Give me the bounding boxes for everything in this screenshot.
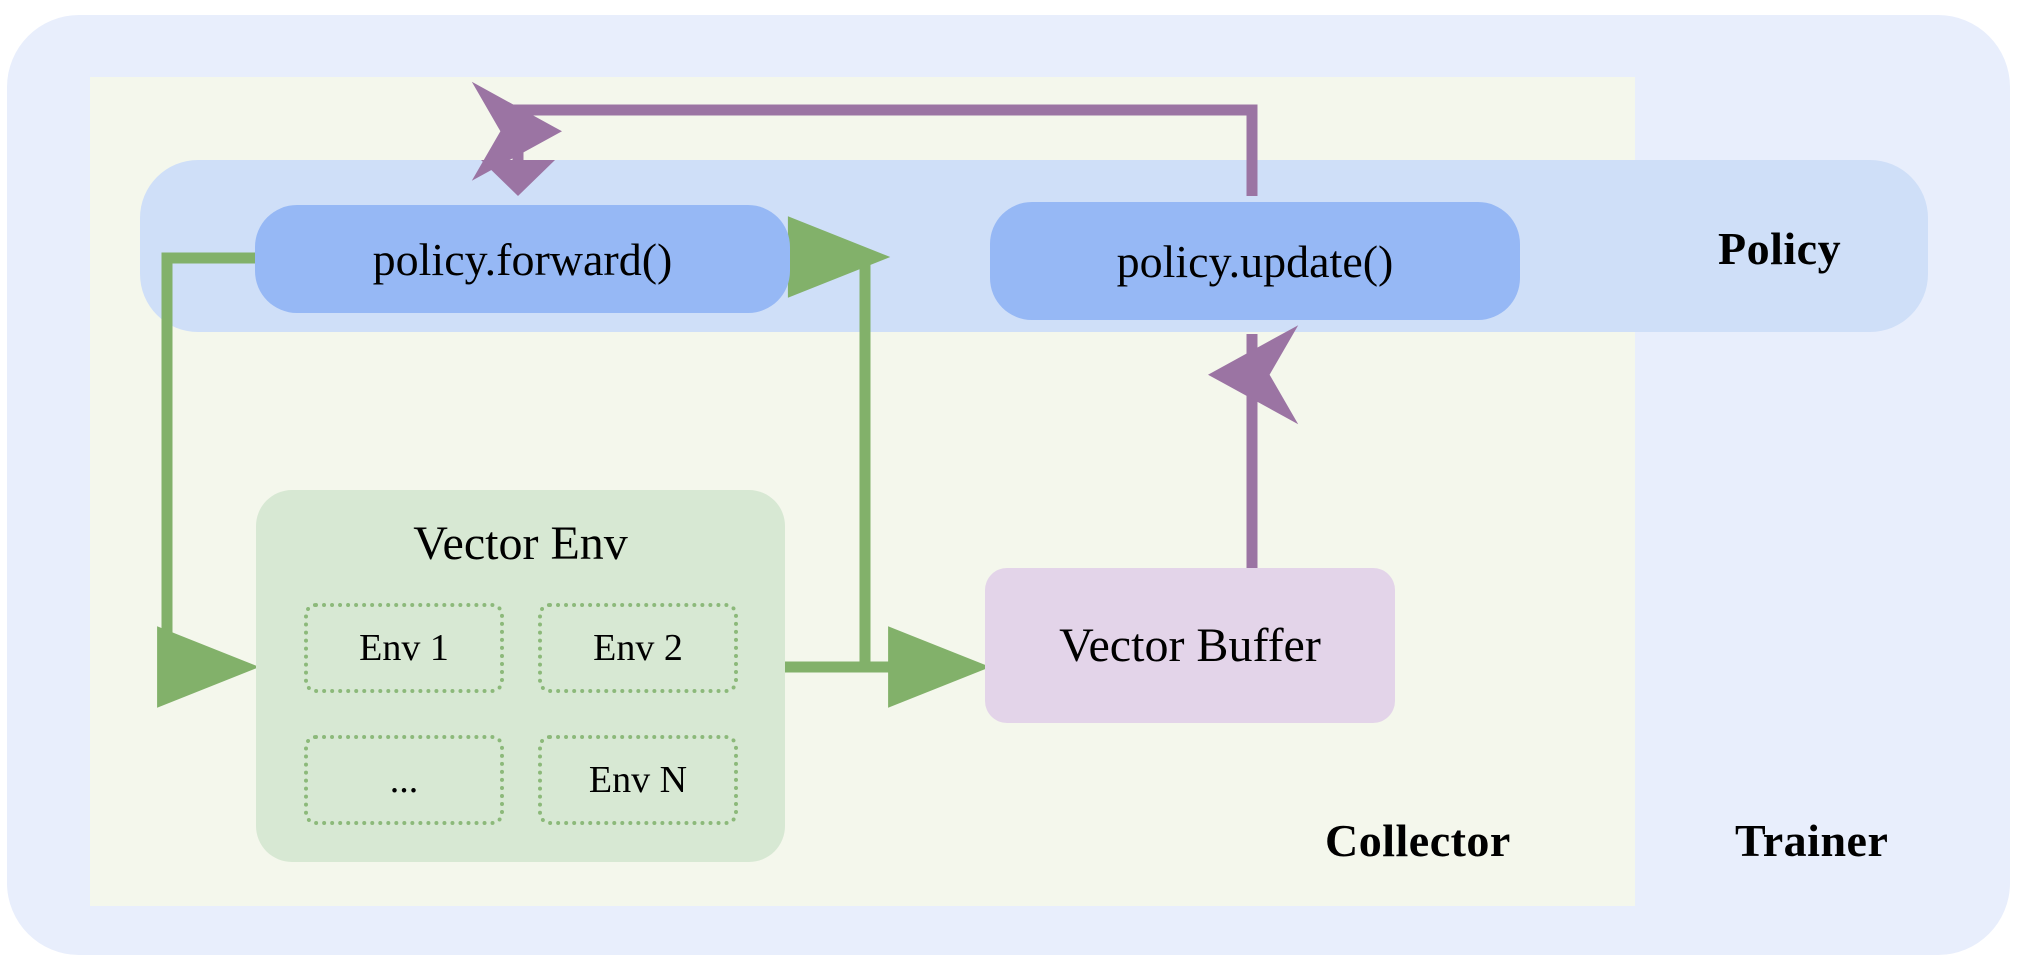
node-policy-update[interactable]: policy.update() [990,202,1520,320]
env-cell-label: Env 1 [359,627,449,669]
vector-env-title: Vector Env [413,517,628,570]
env-cell[interactable]: Env N [538,735,738,825]
node-vector-buffer[interactable]: Vector Buffer [985,568,1395,723]
node-vector-buffer-label: Vector Buffer [1059,619,1321,672]
env-grid: Env 1 Env 2 ... Env N [304,603,738,825]
policy-region-label: Policy [1718,223,1842,274]
env-cell[interactable]: ... [304,735,504,825]
trainer-region-label: Trainer [1735,815,1889,866]
env-cell-label: Env 2 [593,627,683,669]
env-cell[interactable]: Env 1 [304,603,504,693]
node-policy-update-label: policy.update() [1116,235,1394,287]
node-policy-forward-label: policy.forward() [372,233,673,285]
node-vector-env[interactable]: Vector Env Env 1 Env 2 ... Env N [256,490,785,862]
env-cell-label: ... [389,759,419,801]
env-cell-label: Env N [588,759,688,801]
node-policy-forward[interactable]: policy.forward() [255,205,790,313]
collector-region-label: Collector [1325,815,1511,866]
env-cell[interactable]: Env 2 [538,603,738,693]
